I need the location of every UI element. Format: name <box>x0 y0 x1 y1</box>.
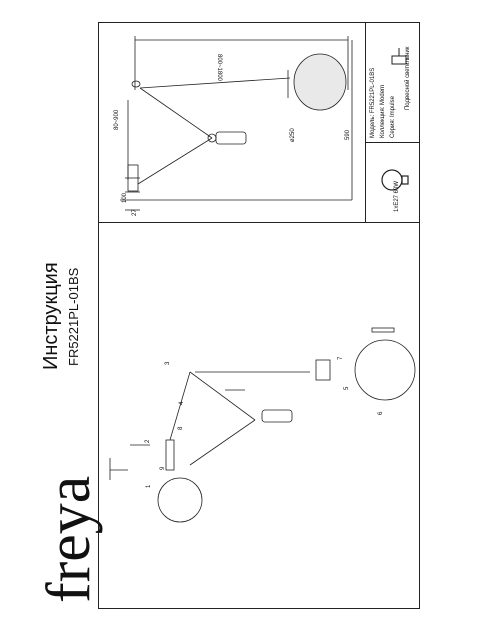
shade-diameter: ø250 <box>290 128 296 142</box>
spec-model-value: FR5221PL-01BS <box>370 67 376 114</box>
step-marker: 7 <box>338 356 344 360</box>
spec-divider <box>365 22 366 222</box>
assembly-drawing <box>109 327 416 523</box>
step-marker: 1 <box>146 484 152 488</box>
step-marker: 2 <box>145 439 151 443</box>
spec-model: Модель: FR5221PL-01BS <box>370 68 376 138</box>
bulb-icon <box>381 169 409 191</box>
spec-collection-value: Modern <box>380 84 386 105</box>
height-dimension: 80~900 <box>114 109 120 130</box>
step-marker: 8 <box>178 426 184 430</box>
width-dimension: 800~1800 <box>216 54 222 81</box>
section-divider <box>98 222 419 223</box>
step-marker: 3 <box>165 361 171 365</box>
spec-series-value: Impulse <box>390 96 396 118</box>
canopy-width-dimension: 27 <box>132 209 138 216</box>
bulb-label: 1xE27 60W <box>394 180 400 212</box>
spec-collection: Коллекция: Modern <box>380 85 386 138</box>
spec-series: Серия: Impulse <box>390 96 396 138</box>
pendant-lamp-icon <box>391 48 407 65</box>
page-frame <box>98 22 420 609</box>
step-marker: 4 <box>179 401 185 405</box>
depth-dimension: 590 <box>345 129 351 140</box>
step-marker: 9 <box>160 466 166 470</box>
step-marker: 5 <box>344 386 350 390</box>
spec-subdivider <box>365 142 419 143</box>
spec-model-label: Модель: <box>370 114 376 138</box>
spec-collection-label: Коллекция: <box>380 106 386 138</box>
canopy-height-dimension: 100 <box>122 192 128 203</box>
spec-type: Подвесной светильник <box>405 46 411 110</box>
step-marker: 6 <box>378 411 384 415</box>
spec-series-label: Серия: <box>390 118 396 138</box>
